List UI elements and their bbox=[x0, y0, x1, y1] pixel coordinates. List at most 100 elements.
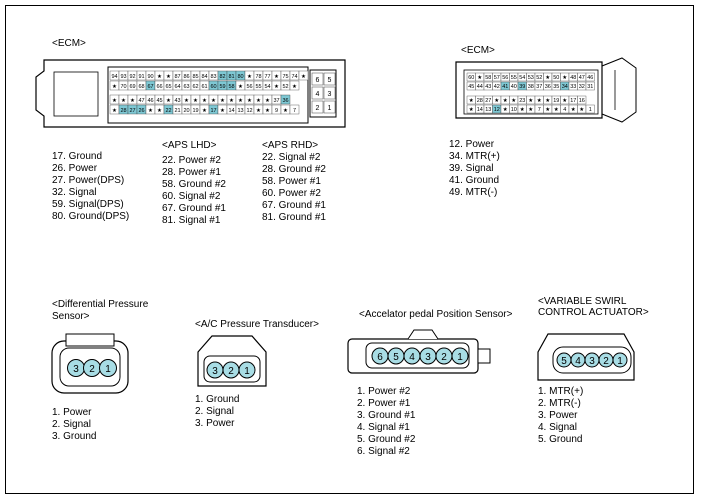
legend-item: 2. Signal bbox=[52, 419, 91, 430]
ecm-left-row1-pin: 93 bbox=[120, 74, 126, 80]
ecm-right-row3-pin: ★ bbox=[562, 97, 567, 104]
ecm-left-side-pin: 5 bbox=[328, 77, 332, 84]
ecm-right-row1-pin: 52 bbox=[536, 75, 542, 81]
ecm-right-row4-pin: ★ bbox=[520, 106, 525, 113]
ecm-left-row2-pin: 60 bbox=[210, 84, 216, 90]
ecm-left-row2-pin: 69 bbox=[129, 84, 135, 90]
ecm-right-row3-pin: ★ bbox=[511, 97, 516, 104]
acp-pin-label: 1 bbox=[244, 366, 250, 377]
legend-item: 60. Power #2 bbox=[262, 188, 321, 199]
ecm-left-row2-pin: 58 bbox=[228, 84, 234, 90]
ecm-right-row2-pin: 40 bbox=[511, 84, 517, 90]
ecm-right-legend: 12. Power 34. MTR(+) 39. Signal 41. Grou… bbox=[449, 139, 500, 199]
ecm-left-row2-pin: ★ bbox=[238, 83, 243, 90]
aps-pin-label: 2 bbox=[441, 352, 447, 363]
ecm-left-row2-pin: 56 bbox=[246, 84, 252, 90]
legend-item: 80. Ground(DPS) bbox=[52, 211, 130, 222]
ecm-left-row2-pin: 55 bbox=[255, 84, 261, 90]
ecm-left-row4-pin: ★ bbox=[202, 107, 207, 114]
legend-item: 22. Signal #2 bbox=[262, 152, 321, 163]
aps-latch bbox=[407, 329, 439, 340]
ecm-left-row3-pin: 45 bbox=[156, 98, 162, 104]
legend-item: 27. Power(DPS) bbox=[52, 175, 125, 186]
ecm-left-row3-pin: ★ bbox=[247, 97, 252, 104]
ecm-left-row2-pin: ★ bbox=[112, 83, 117, 90]
ecm-left-row4-pin: ★ bbox=[220, 107, 225, 114]
dps-pin-label: 1 bbox=[105, 364, 111, 375]
aps-pin-label: 5 bbox=[393, 352, 399, 363]
legend-item: 32. Signal bbox=[52, 187, 97, 198]
ecm-left-row1-pin: ★ bbox=[166, 73, 171, 80]
ecm-left-row1-pin: ★ bbox=[301, 73, 306, 80]
ecm-left-row3-pin: 46 bbox=[147, 98, 153, 104]
ecm-right-row4-pin: ★ bbox=[469, 106, 474, 113]
ecm-left-row4-pin: 27 bbox=[129, 108, 135, 114]
ecm-left-row2-cell bbox=[289, 80, 300, 91]
ecm-right-row2-pin: 45 bbox=[468, 84, 474, 90]
ecm-left-row1-pin: 78 bbox=[255, 74, 261, 80]
ecm-left-row3-pin: 36 bbox=[282, 98, 288, 104]
ecm-left-row4-pin: 19 bbox=[192, 108, 198, 114]
ecm-left-row2-pin: ★ bbox=[292, 83, 297, 90]
ecm-right-row1-pin: 57 bbox=[494, 75, 500, 81]
ecm-left-side-cell bbox=[311, 86, 324, 100]
legend-item: 34. MTR(+) bbox=[449, 151, 500, 162]
vsa-pin-label: 5 bbox=[561, 356, 567, 367]
ecm-right-row1-pin: 60 bbox=[468, 75, 474, 81]
vsa-pin-label: 1 bbox=[617, 356, 623, 367]
ecm-left-row4-cell bbox=[289, 104, 300, 115]
ecm-right-row1-cell bbox=[585, 72, 595, 82]
ecm-right-row1-pin: 54 bbox=[519, 75, 525, 81]
ecm-left-row1-pin: 74 bbox=[291, 74, 297, 80]
aps-pin-label: 1 bbox=[457, 352, 463, 363]
ecm-left-row1-pin: 83 bbox=[210, 74, 216, 80]
ecm-left-row3-pin: ★ bbox=[220, 97, 225, 104]
ecm-right-row4-pin: 10 bbox=[511, 107, 517, 113]
ecm-left-row1-cell bbox=[298, 70, 309, 81]
ecm-right-row1-pin: 50 bbox=[553, 75, 559, 81]
legend-item: 26. Power bbox=[52, 163, 98, 174]
acp-pin-label: 2 bbox=[228, 366, 234, 377]
legend-item: 41. Ground bbox=[449, 175, 500, 186]
ecm-right-row4-pin: 12 bbox=[494, 107, 500, 113]
ecm-left-row1-pin: 92 bbox=[129, 74, 135, 80]
acp-pin bbox=[238, 361, 256, 379]
diagram-frame bbox=[5, 5, 694, 494]
ecm-right-row1-pin: 53 bbox=[528, 75, 534, 81]
ecm-left-row2-pin: 65 bbox=[165, 84, 171, 90]
ecm-left-row3-pin: ★ bbox=[130, 97, 135, 104]
ecm-left-row1-pin: 86 bbox=[183, 74, 189, 80]
ecm-left-side-cell bbox=[323, 72, 336, 86]
ecm-right-row2-pin: 42 bbox=[494, 84, 500, 90]
ecm-right-row4-pin: ★ bbox=[554, 106, 559, 113]
ecm-left-row4-pin: ★ bbox=[256, 107, 261, 114]
aps-pin-label: 3 bbox=[425, 352, 431, 363]
vsa-pin-label: 4 bbox=[575, 356, 581, 367]
legend-item: 1. Ground bbox=[195, 394, 240, 405]
aps-tab bbox=[477, 348, 491, 364]
ecm-left-row3-pin: ★ bbox=[265, 97, 270, 104]
legend-item: 28. Power #1 bbox=[162, 167, 221, 178]
vsa-pin-label: 3 bbox=[589, 356, 595, 367]
ecm-left-row1-pin: 77 bbox=[264, 74, 270, 80]
legend-item: 39. Signal bbox=[449, 163, 494, 174]
ecm-left-row1-pin: 91 bbox=[138, 74, 144, 80]
ecm-left-row4-pin: 21 bbox=[174, 108, 180, 114]
ecm-left-row2-pin: 54 bbox=[264, 84, 270, 90]
ecm-right-row3-pin: 19 bbox=[553, 98, 559, 104]
legend-item: 2. Power #1 bbox=[357, 398, 411, 409]
ecm-left-row4-pin: ★ bbox=[112, 107, 117, 114]
ecm-right-row3-pin: ★ bbox=[503, 97, 508, 104]
ecm-left-row3-pin: 47 bbox=[138, 98, 144, 104]
dps-pin-label: 2 bbox=[89, 364, 95, 375]
aps-lhd-title: <APS LHD> bbox=[162, 140, 217, 151]
legend-item: 3. Power bbox=[538, 410, 578, 421]
ecm-right-row3-pin: 28 bbox=[477, 98, 483, 104]
legend-item: 1. MTR(+) bbox=[538, 386, 584, 397]
ecm-right-row3-pin: 23 bbox=[519, 98, 525, 104]
ecm-left-row2-pin: 61 bbox=[201, 84, 207, 90]
ecm-left-row2-pin: 62 bbox=[192, 84, 198, 90]
ecm-right-row1-pin: ★ bbox=[477, 74, 482, 81]
aps-pin bbox=[451, 347, 469, 365]
aps-sensor-legend: 1. Power #2 2. Power #1 3. Ground #1 4. … bbox=[357, 386, 415, 458]
